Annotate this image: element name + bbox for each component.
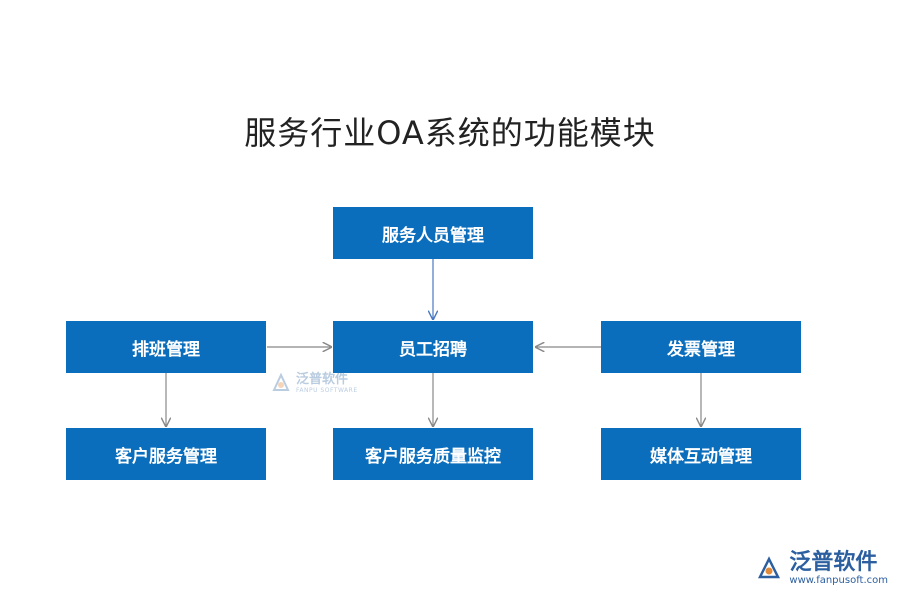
node-service-staff-management: 服务人员管理 <box>333 207 533 259</box>
node-service-quality-monitoring: 客户服务质量监控 <box>333 428 533 480</box>
watermark: 泛普软件 FANPU SOFTWARE <box>270 372 358 394</box>
node-customer-service-management: 客户服务管理 <box>66 428 266 480</box>
node-invoice-management: 发票管理 <box>601 321 801 373</box>
brand-logo-icon <box>758 555 781 578</box>
node-media-interaction-management: 媒体互动管理 <box>601 428 801 480</box>
diagram-title: 服务行业OA系统的功能模块 <box>244 114 656 152</box>
node-scheduling-management: 排班管理 <box>66 321 266 373</box>
brand-url: www.fanpusoft.com <box>789 575 888 586</box>
node-recruitment: 员工招聘 <box>333 321 533 373</box>
brand-logo: 泛普软件 www.fanpusoft.com <box>755 551 888 586</box>
brand-name: 泛普软件 <box>789 550 878 575</box>
watermark-sub: FANPU SOFTWARE <box>296 386 358 394</box>
watermark-logo-icon <box>272 372 290 391</box>
watermark-name: 泛普软件 <box>296 371 349 387</box>
